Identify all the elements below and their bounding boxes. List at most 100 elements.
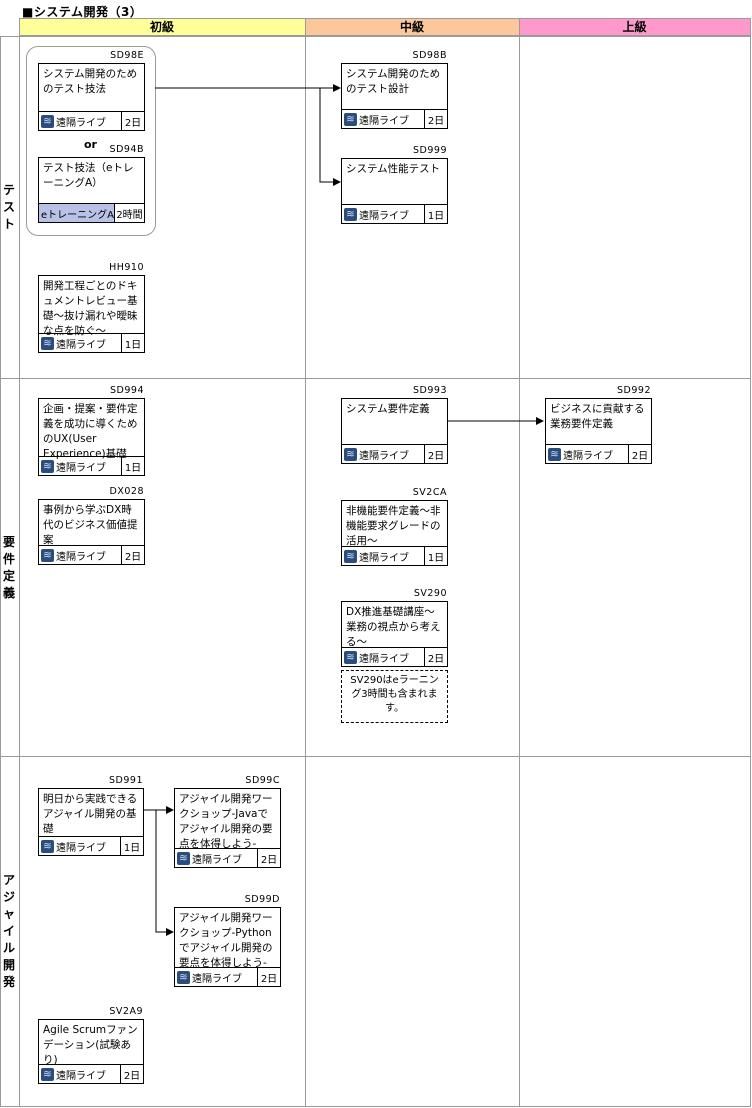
grid-bottom [0, 1106, 750, 1107]
grid-col-2 [519, 18, 520, 1107]
course-duration: 2日 [124, 117, 142, 129]
delivery-format: ≋遠隔ライブ [342, 648, 425, 666]
course-footer: ≋遠隔ライブ 1日 [39, 456, 144, 475]
format-label: 遠隔ライブ [359, 210, 409, 222]
course-duration: 2日 [631, 450, 649, 462]
course-footer: eトレーニングA 2時間 [39, 203, 144, 222]
remote-live-icon: ≋ [41, 459, 54, 473]
course-footer: ≋遠隔ライブ 2日 [342, 444, 447, 463]
format-label: 遠隔ライブ [563, 450, 613, 462]
remote-live-icon: ≋ [344, 207, 357, 221]
or-label: or [84, 138, 97, 151]
course-title: 非機能要件定義～非機能要求グレードの活用～ [346, 505, 441, 547]
course-card-sd99c[interactable]: SD99C アジャイル開発ワークショップ-Javaでアジャイル開発の要点を体得し… [174, 775, 281, 868]
delivery-format: ≋遠隔ライブ [342, 445, 425, 463]
course-code: HH910 [109, 262, 144, 273]
level-header-advanced: 上級 [519, 18, 750, 36]
grid-right [750, 18, 751, 1107]
course-title: システム開発のためのテスト技法 [43, 68, 138, 95]
course-card-sd98b[interactable]: SD98B システム開発のためのテスト設計 ≋遠隔ライブ 2日 [341, 50, 448, 129]
course-code: SD99C [245, 775, 280, 786]
course-code: SD993 [413, 385, 447, 396]
level-header-beginner: 初級 [19, 18, 305, 36]
format-label: 遠隔ライブ [56, 551, 106, 563]
remote-live-icon: ≋ [344, 549, 357, 563]
delivery-format: ≋遠隔ライブ [39, 1065, 121, 1083]
remote-live-icon: ≋ [177, 970, 190, 984]
course-code: SV2A9 [109, 1006, 143, 1017]
format-label: 遠隔ライブ [56, 462, 106, 474]
course-card-sd994[interactable]: SD994 企画・提案・要件定義を成功に導くためのUX(User Experie… [38, 385, 145, 476]
course-card-sd999[interactable]: SD999 システム性能テスト ≋遠隔ライブ 1日 [341, 145, 448, 224]
course-footer: ≋遠隔ライブ 2日 [342, 109, 447, 128]
course-card-sd991[interactable]: SD991 明日から実践できるアジャイル開発の基礎 ≋遠隔ライブ 1日 [38, 775, 144, 856]
course-duration: 2日 [260, 854, 278, 866]
course-code: SD999 [413, 145, 447, 156]
grid-top [19, 18, 750, 19]
remote-live-icon: ≋ [344, 447, 357, 461]
format-label: 遠隔ライブ [192, 973, 242, 985]
row-label-test: テスト [0, 37, 18, 378]
row-label-agile: アジャイル開発 [0, 757, 18, 1106]
course-duration: 2日 [260, 973, 278, 985]
course-code: SV2CA [412, 487, 447, 498]
grid-row-divider-2 [0, 756, 750, 757]
course-footer: ≋遠隔ライブ 2日 [39, 111, 144, 130]
arrow-sd98e-to-sd999 [319, 88, 341, 186]
course-card-hh910[interactable]: HH910 開発工程ごとのドキュメントレビュー基礎～抜け漏れや曖昧な点を防ぐ～ … [38, 262, 145, 353]
course-duration: 2日 [124, 551, 142, 563]
course-footer: ≋遠隔ライブ 2日 [39, 545, 144, 564]
alternative-group [26, 46, 156, 236]
grid-row-divider-1 [0, 378, 750, 379]
course-title: システム要件定義 [346, 403, 430, 415]
course-duration: 2日 [123, 1070, 141, 1082]
delivery-format: ≋遠隔ライブ [546, 445, 629, 463]
delivery-format: ≋遠隔ライブ [342, 547, 425, 565]
delivery-format: ≋遠隔ライブ [175, 849, 258, 867]
remote-live-icon: ≋ [41, 336, 54, 350]
course-card-sd94b[interactable]: SD94B テスト技法（eトレーニングA） eトレーニングA 2時間 [38, 144, 145, 223]
course-card-sv290[interactable]: SV290 DX推進基礎講座～業務の視点から考える～ ≋遠隔ライブ 2日 [341, 588, 448, 667]
grid-col-1 [305, 18, 306, 1107]
format-label: 遠隔ライブ [359, 450, 409, 462]
course-card-sd99d[interactable]: SD99D アジャイル開発ワークショップ-Pythonでアジャイル開発の要点を体… [174, 894, 281, 987]
course-duration: 2日 [427, 653, 445, 665]
course-title: テスト技法（eトレーニングA） [43, 162, 134, 189]
format-label: 遠隔ライブ [56, 339, 106, 351]
course-card-sv2ca[interactable]: SV2CA 非機能要件定義～非機能要求グレードの活用～ ≋遠隔ライブ 1日 [341, 487, 448, 566]
course-footer: ≋遠隔ライブ 2日 [342, 647, 447, 666]
delivery-format: ≋遠隔ライブ [39, 334, 122, 352]
course-title: ビジネスに貢献する業務要件定義 [550, 403, 645, 430]
course-footer: ≋遠隔ライブ 2日 [175, 848, 280, 867]
remote-live-icon: ≋ [41, 1067, 54, 1081]
course-footer: ≋遠隔ライブ 1日 [39, 836, 143, 855]
format-label: 遠隔ライブ [56, 842, 106, 854]
format-label: eトレーニングA [41, 209, 114, 221]
arrow-sd991-to-sd99d [155, 810, 174, 936]
course-card-sd992[interactable]: SD992 ビジネスに貢献する業務要件定義 ≋遠隔ライブ 2日 [545, 385, 652, 464]
remote-live-icon: ≋ [41, 839, 54, 853]
sv290-note: SV290はeラーニング3時間も含まれます。 [341, 670, 448, 723]
level-header-intermediate: 中級 [305, 18, 519, 36]
course-code: SD98B [412, 50, 447, 61]
page-title: ■システム開発（3） [22, 5, 143, 19]
course-code: SD94B [109, 144, 144, 155]
course-code: DX028 [109, 486, 144, 497]
course-title: 明日から実践できるアジャイル開発の基礎 [43, 793, 138, 835]
course-code: SD991 [109, 775, 143, 786]
course-card-sd993[interactable]: SD993 システム要件定義 ≋遠隔ライブ 2日 [341, 385, 448, 464]
course-code: SD992 [617, 385, 651, 396]
delivery-format: ≋遠隔ライブ [175, 968, 258, 986]
course-title: 企画・提案・要件定義を成功に導くためのUX(User Experience)基礎 [43, 403, 138, 460]
delivery-format: ≋遠隔ライブ [39, 837, 121, 855]
course-footer: ≋遠隔ライブ 2日 [175, 967, 280, 986]
remote-live-icon: ≋ [548, 447, 561, 461]
format-label: 遠隔ライブ [192, 854, 242, 866]
course-title: システム性能テスト [346, 163, 441, 175]
remote-live-icon: ≋ [344, 112, 357, 126]
course-card-sv2a9[interactable]: SV2A9 Agile Scrumファンデーション(試験あり) ≋遠隔ライブ 2… [38, 1006, 144, 1084]
course-title: アジャイル開発ワークショップ-Pythonでアジャイル開発の要点を体得しよう- [179, 912, 273, 969]
course-card-sd98e[interactable]: SD98E システム開発のためのテスト技法 ≋遠隔ライブ 2日 [38, 50, 145, 131]
course-footer: ≋遠隔ライブ 2日 [39, 1064, 143, 1083]
course-card-dx028[interactable]: DX028 事例から学ぶDX時代のビジネス価値提案 ≋遠隔ライブ 2日 [38, 486, 145, 565]
